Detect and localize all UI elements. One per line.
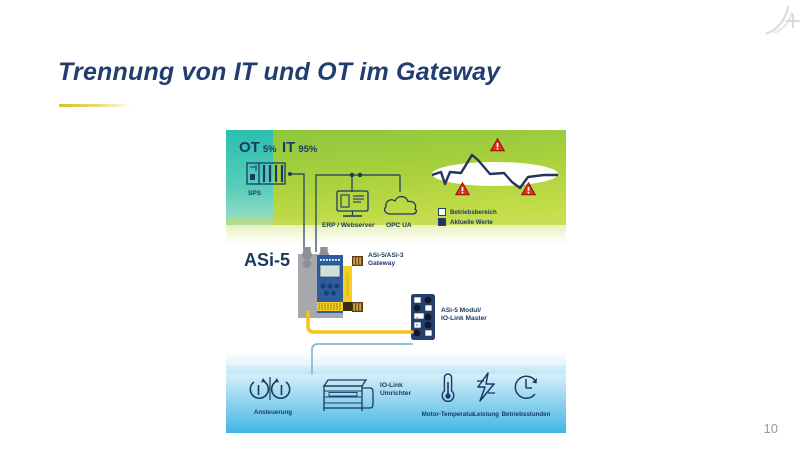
gateway-label-line2: Gateway — [368, 260, 396, 268]
legend-swatch-dark — [438, 218, 446, 226]
field-icon-label-betriebsstunden: Betriebsstunden — [501, 411, 551, 418]
lightning-icon — [477, 372, 495, 402]
field-icon-label-io-link-umrichter: IO-Link Umrichter — [380, 382, 411, 398]
ot-zone-percent: 5% — [262, 144, 277, 155]
asi5-asi3-gateway-device — [298, 247, 363, 318]
io-link-drive-icon — [322, 379, 374, 411]
control-icon — [249, 377, 291, 400]
erp-webserver-label: ERP / Webserver — [322, 222, 375, 229]
asi5-module-io-link-master-device — [411, 294, 435, 340]
opc-ua-cloud-icon — [384, 195, 417, 215]
it-zone-label: IT — [282, 139, 296, 156]
legend-item-betriebsbereich: Betriebsbereich — [438, 208, 497, 216]
bottom-band-background — [226, 366, 566, 433]
field-icon-label-motor-temperatur: Motor-Temperatur — [421, 411, 475, 418]
field-cabling — [306, 310, 414, 375]
field-icon-ansteuerung: Ansteuerung — [240, 376, 306, 416]
legend-label-aktuelle-werte: Aktuelle Werte — [450, 218, 493, 226]
top-band-fade — [226, 218, 566, 244]
gateway-label: ASi-5/ASi-3 Gateway — [368, 252, 404, 268]
field-icon-label-leistung: Leistung — [473, 411, 499, 418]
it-zone-percent: 95% — [298, 144, 318, 155]
opc-ua-label: OPC UA — [386, 222, 412, 229]
page-number: 10 — [763, 421, 778, 436]
warning-triangle-icon-bottom-left — [455, 182, 470, 196]
ot-zone-label: OT — [239, 139, 260, 156]
field-icon-motor-temperatur: Motor-Temperatur — [410, 372, 486, 418]
page-title: Trennung von IT und OT im Gateway — [58, 58, 501, 86]
field-icon-label-umrichter: Umrichter — [380, 390, 412, 398]
field-icon-leistung: Leistung — [448, 372, 524, 418]
asi5-module-label-line1: ASi-5 Modul/ — [441, 307, 481, 314]
bottom-band-fade — [226, 352, 566, 374]
warning-triangle-icon-bottom-right — [521, 182, 536, 196]
asi5-section-label: ASi-5 — [244, 250, 291, 270]
gateway-label-line1: ASi-5/ASi-3 — [368, 252, 404, 259]
warning-triangle-icon-top — [490, 138, 505, 152]
field-icon-label-ansteuerung: Ansteuerung — [253, 409, 293, 416]
corner-decoration — [765, 5, 800, 36]
chart-legend: Betriebsbereich Aktuelle Werte — [438, 208, 497, 228]
field-icon-io-link-umrichter: IO-Link Umrichter — [322, 372, 411, 419]
legend-swatch-white — [438, 208, 446, 216]
clock-icon — [514, 375, 537, 399]
field-icon-label-io-link: IO-Link — [380, 382, 403, 389]
title-underline-accent — [59, 104, 131, 107]
sps-label: SPS — [248, 190, 262, 197]
asi5-module-label: ASi-5 Modul/ IO-Link Master — [441, 307, 487, 323]
process-values-chart — [432, 153, 558, 190]
legend-label-betriebsbereich: Betriebsbereich — [450, 208, 497, 216]
field-device-icon-row: Ansteuerung IO-Link Umrichter — [226, 370, 566, 432]
thermometer-icon — [441, 373, 455, 402]
middle-band-background — [226, 225, 566, 347]
asi5-module-label-line2: IO-Link Master — [441, 315, 487, 323]
field-icon-betriebsstunden: Betriebsstunden — [488, 372, 564, 418]
legend-item-aktuelle-werte: Aktuelle Werte — [438, 218, 497, 226]
top-band-connection-lines — [288, 172, 401, 252]
erp-webserver-monitor-icon — [336, 190, 369, 217]
sps-plc-icon — [246, 162, 286, 185]
